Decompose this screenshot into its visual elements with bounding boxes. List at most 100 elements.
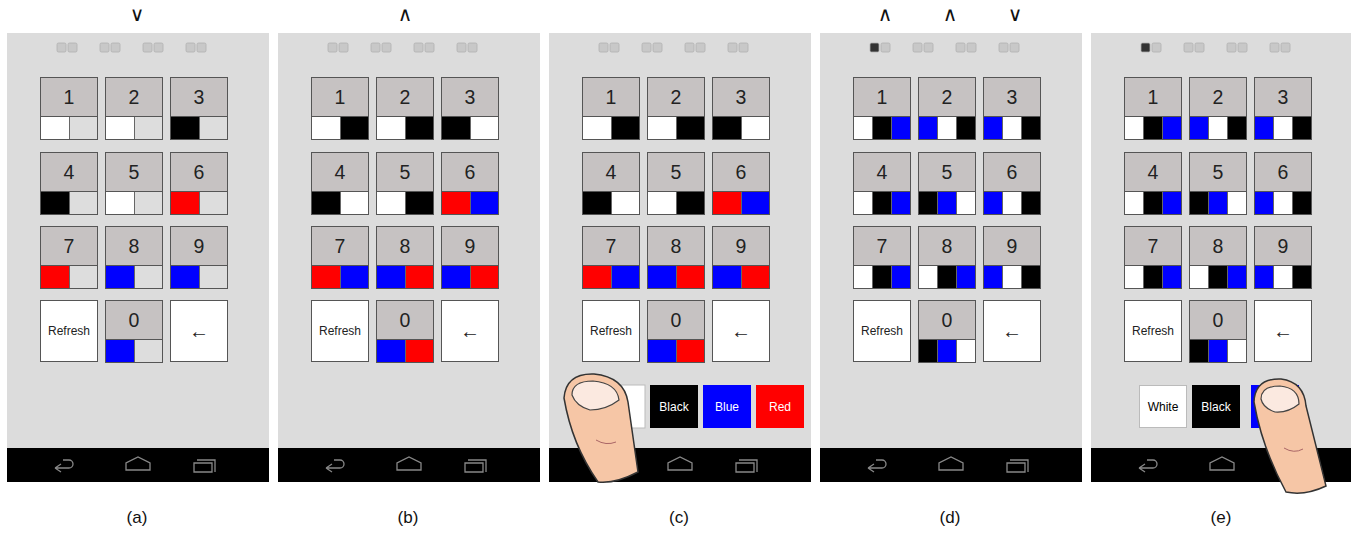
control-button: ← (1254, 300, 1312, 362)
color-strip (984, 191, 1040, 214)
key-digit: 8 (648, 227, 704, 265)
color-cell (854, 266, 873, 288)
key-digit: 1 (312, 78, 368, 116)
keypad-key: 7 (853, 226, 911, 289)
button-label: Black (659, 400, 688, 414)
color-cell (919, 340, 938, 362)
color-cell (583, 192, 612, 214)
color-cell (41, 192, 70, 214)
color-cell (1003, 117, 1022, 139)
phone-screen (7, 33, 269, 448)
color-cell (938, 117, 957, 139)
keypad-key: 2 (647, 77, 705, 140)
pin-dot (68, 43, 77, 52)
keypad-key: 2 (918, 77, 976, 140)
color-strip (312, 116, 368, 139)
pin-dot (685, 43, 694, 52)
keypad-key: 0 (647, 300, 705, 363)
pin-dot (111, 43, 120, 52)
key-digit: 8 (919, 227, 975, 265)
color-cell (919, 192, 938, 214)
key-digit: 6 (1255, 153, 1311, 191)
color-strip (41, 265, 97, 288)
pin-dot (696, 43, 705, 52)
phone-screen (820, 33, 1082, 448)
key-digit: 5 (648, 153, 704, 191)
keypad-key: 4 (40, 152, 98, 215)
screen-group (7, 33, 1351, 482)
color-cell (1274, 192, 1293, 214)
color-strip (919, 116, 975, 139)
color-strip (713, 116, 769, 139)
color-cell (1125, 117, 1144, 139)
keypad-key: 8 (105, 226, 163, 289)
pin-dot (186, 43, 195, 52)
color-cell (919, 266, 938, 288)
keypad-key: 0 (376, 300, 434, 363)
key-digit: 4 (854, 153, 910, 191)
nav-bar (1091, 448, 1351, 482)
color-cell (1190, 266, 1209, 288)
color-cell (957, 266, 975, 288)
key-digit: 2 (919, 78, 975, 116)
key-digit: 7 (1125, 227, 1181, 265)
color-button: Blue (703, 385, 751, 428)
color-strip (648, 339, 704, 362)
color-cell (1293, 192, 1311, 214)
pin-dot (881, 43, 890, 52)
color-cell (1255, 192, 1274, 214)
color-cell (1144, 117, 1163, 139)
back-icon (868, 460, 886, 472)
control-button: Refresh (582, 300, 640, 362)
key-digit: 1 (1125, 78, 1181, 116)
key-digit: 7 (854, 227, 910, 265)
home-icon (1210, 457, 1234, 470)
color-cell (873, 117, 892, 139)
pin-dot (1227, 43, 1236, 52)
keypad-key: 7 (1124, 226, 1182, 289)
color-cell (1228, 192, 1246, 214)
color-strip (377, 191, 433, 214)
color-cell (1163, 192, 1181, 214)
color-cell (41, 117, 70, 139)
key-digit: 2 (648, 78, 704, 116)
keypad-key: 3 (983, 77, 1041, 140)
button-label: Blue (715, 400, 739, 414)
key-digit: 9 (984, 227, 1040, 265)
color-cell (1163, 117, 1181, 139)
color-cell (471, 117, 499, 139)
color-cell (938, 340, 957, 362)
key-digit: 0 (919, 301, 975, 339)
color-strip (854, 265, 910, 288)
home-icon (397, 457, 421, 470)
swipe-chevron: ∨ (1008, 2, 1023, 26)
keypad-key: 9 (712, 226, 770, 289)
color-strip (648, 116, 704, 139)
keypad-key: 0 (105, 300, 163, 363)
key-digit: 9 (1255, 227, 1311, 265)
keypad-key: 2 (105, 77, 163, 140)
pin-dot (457, 43, 466, 52)
color-strip (1190, 116, 1246, 139)
pin-dot (425, 43, 434, 52)
color-cell (135, 266, 163, 288)
pin-dot (913, 43, 922, 52)
pin-dot (1141, 43, 1150, 52)
color-cell (70, 117, 98, 139)
color-cell (106, 340, 135, 362)
color-cell (957, 192, 975, 214)
key-digit: 2 (377, 78, 433, 116)
color-cell (106, 117, 135, 139)
keypad-key: 2 (376, 77, 434, 140)
pin-dot (610, 43, 619, 52)
color-cell (406, 340, 434, 362)
color-strip (1125, 116, 1181, 139)
color-button: Black (1192, 385, 1240, 428)
pin-dot (642, 43, 651, 52)
color-cell (892, 117, 910, 139)
pin-dot (924, 43, 933, 52)
keypad-key: 6 (441, 152, 499, 215)
color-strip (713, 265, 769, 288)
color-cell (583, 266, 612, 288)
color-strip (583, 116, 639, 139)
